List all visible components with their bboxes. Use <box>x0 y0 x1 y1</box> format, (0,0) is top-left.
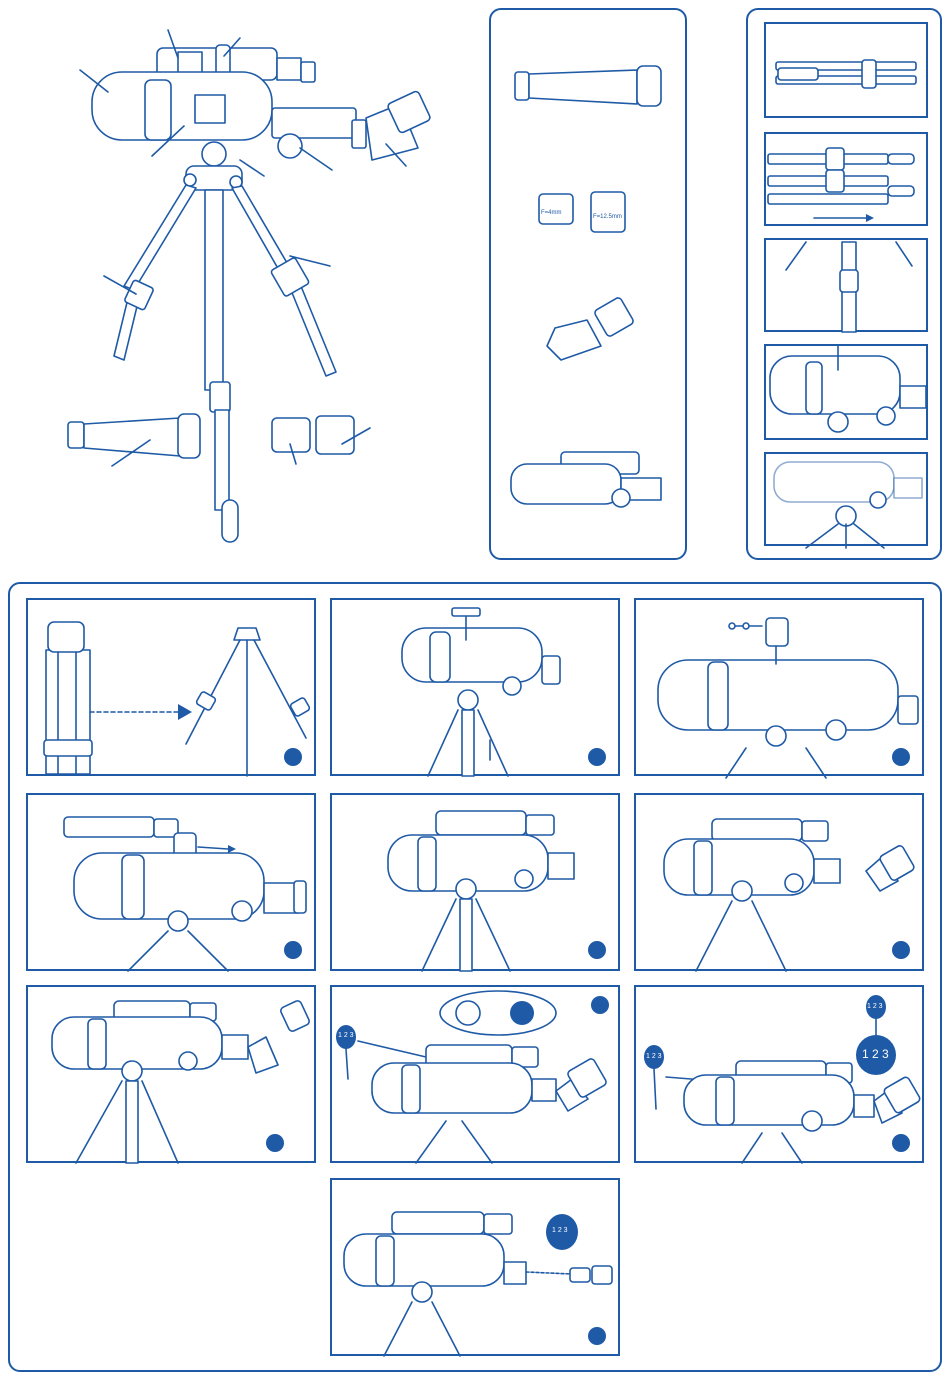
overview-illustration <box>0 0 480 560</box>
step-2-number-dot <box>588 748 606 766</box>
step-1-tripod-unfold <box>26 598 316 776</box>
step-4-slide-finder <box>26 793 316 971</box>
step-10-barlow: 1 2 3 <box>330 1178 620 1356</box>
detail-mounted <box>764 452 928 546</box>
step-8-balloon-label: 1 2 3 <box>338 1032 354 1039</box>
detail-tripod-standing <box>764 238 928 332</box>
detail-tripod-folded <box>764 22 928 118</box>
step-7-number-dot <box>266 1134 284 1152</box>
step-5-number-dot <box>588 941 606 959</box>
tripod-detail-panel <box>746 8 942 560</box>
step-3-finder-bracket <box>634 598 924 776</box>
step-1-number-dot <box>284 748 302 766</box>
step-9-focus: 1 2 3 1 2 3 1 2 3 <box>634 985 924 1163</box>
step-6-insert-diagonal <box>634 793 924 971</box>
step-6-number-dot <box>892 941 910 959</box>
eyepiece-12-5mm-label: F=12.5mm <box>593 214 622 220</box>
step-9-big-balloon-label: 1 2 3 <box>862 1047 889 1061</box>
step-9-small-balloon-label: 1 2 3 <box>867 1003 883 1010</box>
step-8-align-finder: 1 2 3 <box>330 985 620 1163</box>
step-9-left-balloon-label: 1 2 3 <box>646 1053 662 1060</box>
accessories-panel: F=4mm F=12.5mm <box>489 8 687 560</box>
step-10-balloon-label: 1 2 3 <box>552 1227 568 1234</box>
step-9-number-dot <box>892 1134 910 1152</box>
step-3-number-dot <box>892 748 910 766</box>
detail-legs-extend <box>764 132 928 226</box>
step-5-tighten-finder <box>330 793 620 971</box>
step-8-number-dot <box>591 996 609 1014</box>
eyepiece-4mm-label: F=4mm <box>541 210 562 216</box>
step-2-mount-tube <box>330 598 620 776</box>
step-4-number-dot <box>284 941 302 959</box>
detail-mount-screw <box>764 344 928 440</box>
step-10-number-dot <box>588 1327 606 1345</box>
